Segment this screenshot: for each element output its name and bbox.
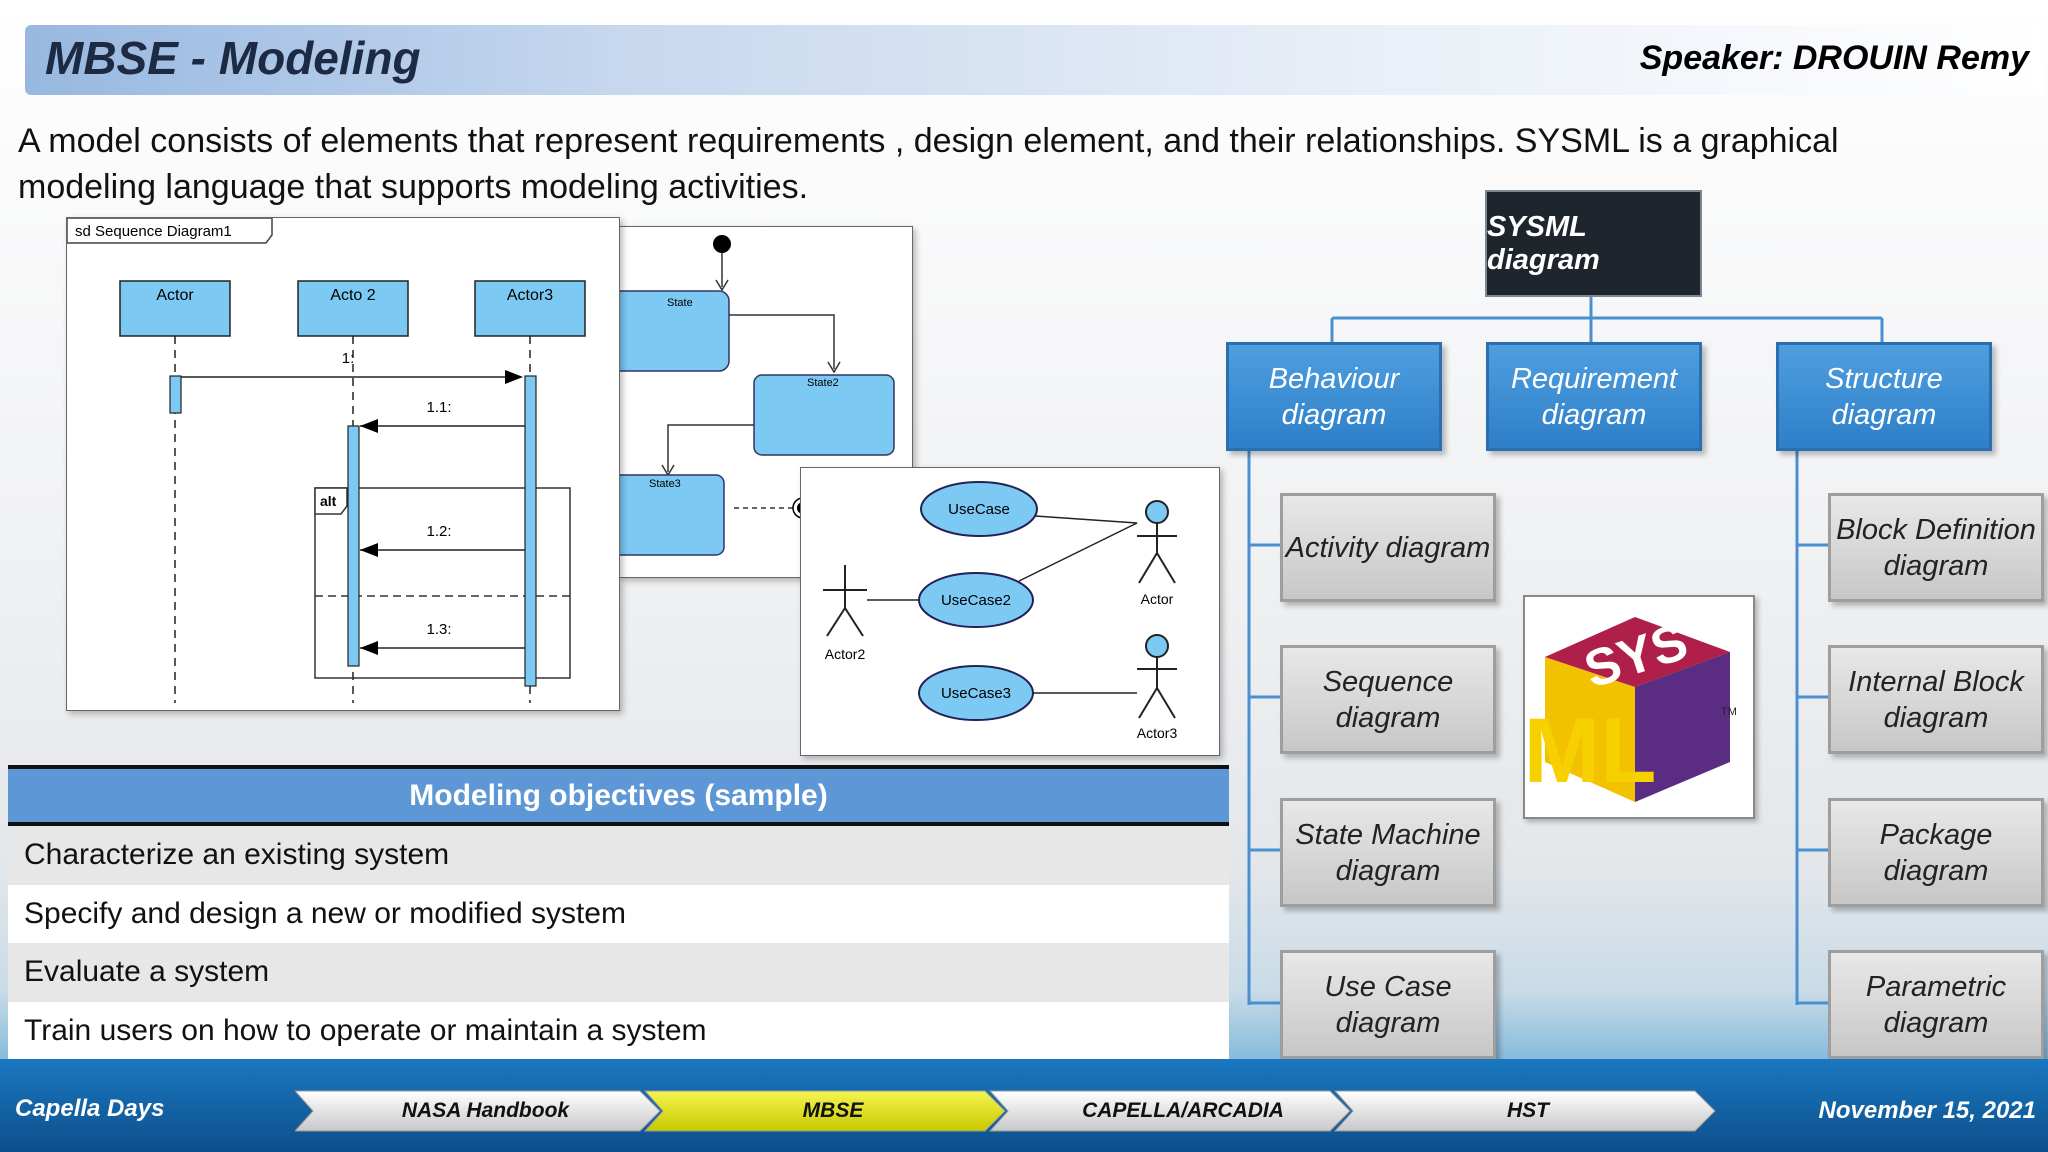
objective-row: Train users on how to operate or maintai… <box>24 1013 707 1047</box>
message-arrow-3 <box>360 543 378 557</box>
message-arrow-2 <box>360 419 378 433</box>
behaviour-diagram-box: Behaviour diagram <box>1226 342 1442 451</box>
structure-diagram-box: Structure diagram <box>1776 342 1992 451</box>
use-case-diagram-box: Use Case diagram <box>1280 950 1496 1059</box>
lifeline-head-3 <box>474 280 586 337</box>
nav-tab-mbse[interactable]: MBSE <box>802 1099 864 1122</box>
initial-state <box>713 235 731 253</box>
nav-tab-nasa-handbook[interactable]: NASA Handbook <box>401 1099 570 1122</box>
message-arrow-1 <box>505 370 523 384</box>
event-date: November 15, 2021 <box>1818 1097 2036 1124</box>
state-label-3: State3 <box>649 478 681 490</box>
nav-tab-shape-2 <box>643 1090 1006 1132</box>
alt-label: alt <box>320 493 337 509</box>
actor-label-3: Actor3 <box>1137 725 1178 741</box>
lifeline-head-1 <box>119 280 231 337</box>
intro-text: A model consists of elements that repres… <box>18 122 1839 206</box>
state-label-2: State2 <box>807 377 839 389</box>
package-diagram-box: Package diagram <box>1828 798 2044 907</box>
parametric-diagram-box: Parametric diagram <box>1828 950 2044 1059</box>
nav-tab-hst[interactable]: HST <box>1507 1099 1549 1122</box>
objective-row: Characterize an existing system <box>8 826 1229 885</box>
block-definition-diagram-box: Block Definition diagram <box>1828 493 2044 602</box>
logo-tm-text: TM <box>1721 706 1737 718</box>
logo-ml-text: ML <box>1525 700 1656 802</box>
nav-tab-shape-1 <box>295 1090 661 1132</box>
message-arrow-4 <box>360 641 378 655</box>
actor-figure-1 <box>1137 500 1177 584</box>
usecase-diagram: UseCase UseCase2 UseCase3 Actor Actor2 A… <box>800 467 1220 756</box>
sysml-logo: SYS ML TM <box>1523 595 1755 819</box>
sequence-diagram: sd Sequence Diagram1 Actor Acto 2 Actor3… <box>66 217 620 711</box>
nav-tab-shape-4 <box>1333 1090 1716 1132</box>
activation-1 <box>169 375 182 414</box>
requirement-diagram-box: Requirement diagram <box>1486 342 1702 451</box>
usecase-label-2: UseCase2 <box>941 592 1011 609</box>
sysml-root-box: SYSML diagram <box>1485 190 1702 297</box>
nav-chevrons <box>295 1090 1716 1132</box>
actor-label-1: Actor <box>1141 591 1174 607</box>
activation-2 <box>347 425 360 667</box>
message-label-4: 1.3: <box>426 621 451 638</box>
page-title: MBSE - Modeling <box>45 32 421 84</box>
actor-figure-3 <box>1137 634 1177 719</box>
objective-row: Specify and design a new or modified sys… <box>24 896 626 930</box>
actor-figure-2 <box>823 565 867 637</box>
state-label-1: State <box>667 297 693 309</box>
lifeline-label-1: Actor <box>156 287 194 304</box>
event-name: Capella Days <box>15 1095 165 1122</box>
speaker-label: Speaker: DROUIN Remy <box>1639 39 2029 77</box>
message-label-1: 1: <box>342 350 355 367</box>
sequence-diagram-box: Sequence diagram <box>1280 645 1496 754</box>
activation-3 <box>524 375 537 687</box>
message-label-3: 1.2: <box>426 523 451 540</box>
lifeline-label-3: Actor3 <box>507 287 553 304</box>
footer: Capella Days NASA Handbook MBSE CAPELLA/… <box>0 1059 2048 1152</box>
usecase-label-1: UseCase <box>948 501 1010 518</box>
lifeline-head-2 <box>297 280 409 337</box>
state-box-2 <box>753 374 895 456</box>
state-machine-diagram-box: State Machine diagram <box>1280 798 1496 907</box>
objectives-table: Modeling objectives (sample) Characteriz… <box>8 765 1229 1065</box>
nav-tab-shape-3 <box>988 1090 1351 1132</box>
lifeline-label-2: Acto 2 <box>330 287 375 304</box>
alt-fragment <box>314 487 571 679</box>
usecase-1 <box>920 481 1038 537</box>
actor-label-2: Actor2 <box>825 646 866 662</box>
internal-block-diagram-box: Internal Block diagram <box>1828 645 2044 754</box>
activity-diagram-box: Activity diagram <box>1280 493 1496 602</box>
nav-tab-capella-arcadia[interactable]: CAPELLA/ARCADIA <box>1082 1099 1284 1122</box>
objectives-header: Modeling objectives (sample) <box>8 769 1229 826</box>
usecase-label-3: UseCase3 <box>941 685 1011 702</box>
message-label-2: 1.1: <box>426 399 451 416</box>
title-bar: MBSE - Modeling Speaker: DROUIN Remy <box>25 25 2045 95</box>
sequence-frame-label: sd Sequence Diagram1 <box>75 223 232 240</box>
objective-row: Evaluate a system <box>8 943 1229 1002</box>
